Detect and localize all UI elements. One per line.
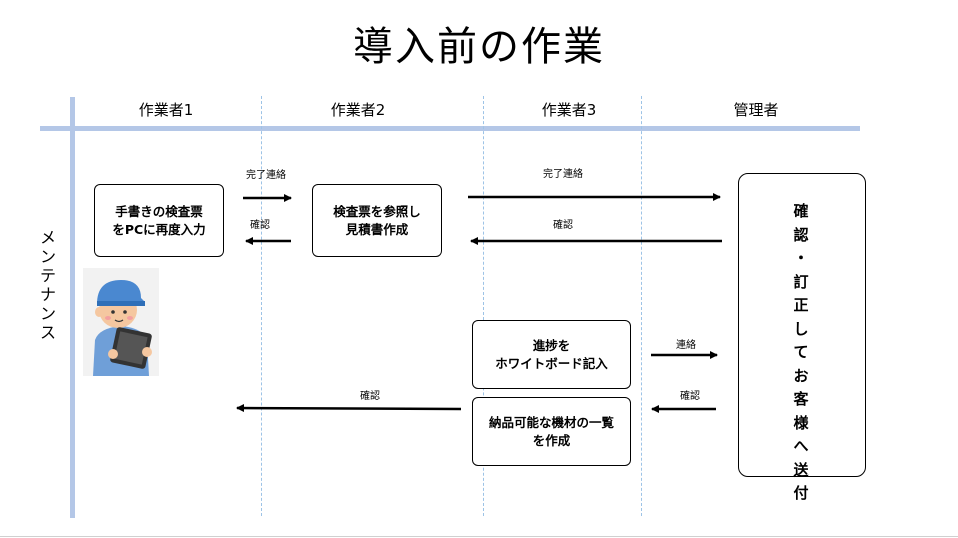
column-header-manager: 管理者: [733, 101, 779, 119]
manager-text-char: し: [793, 319, 809, 338]
lane-divider-3: [641, 96, 642, 516]
slide-bottom-border: [0, 536, 958, 537]
manager-text-char: 送: [793, 460, 809, 479]
manager-text-char: ・: [793, 249, 809, 267]
manager-text-char: へ: [793, 437, 809, 455]
manager-text-char: 正: [793, 296, 809, 314]
manager-text-char: お: [793, 366, 809, 385]
manager-text-char: て: [793, 343, 809, 361]
arrow-label-w1-to-w2: 完了連絡: [246, 170, 286, 181]
row-label-char: メ: [39, 228, 56, 247]
arrow-label-w2-to-w1: 確認: [250, 220, 270, 231]
row-label-char: ン: [39, 304, 56, 323]
arrow-label-w3-to-w1: 確認: [360, 391, 380, 402]
header-divider: [40, 126, 860, 131]
worker-with-clipboard-illustration: [83, 268, 159, 376]
column-header-worker3: 作業者3: [541, 101, 597, 119]
manager-text-char: 様: [793, 413, 809, 432]
manager-text-char: 客: [793, 390, 809, 408]
arrow-label-w2-to-manager: 完了連絡: [543, 169, 583, 180]
process-box-worker2-estimate: 検査票を参照し 見積書作成: [312, 184, 442, 257]
column-header-worker1: 作業者1: [138, 101, 194, 119]
column-header-worker2: 作業者2: [330, 101, 386, 119]
manager-process-text: 確 認 ・ 訂 正 し て お 客 様 へ 送 付: [790, 200, 812, 506]
page-title: 導入前の作業: [353, 24, 605, 70]
process-box-worker3-whiteboard: 進捗を ホワイトボード記入: [472, 320, 631, 389]
manager-text-char: 訂: [793, 272, 809, 291]
row-label-char: ナ: [39, 285, 56, 304]
arrow-label-manager-to-w3: 確認: [680, 391, 700, 402]
arrow-label-manager-to-w2: 確認: [553, 220, 573, 231]
process-box-manager: [738, 173, 866, 477]
row-label-maintenance: メ ン テ ナ ン ス: [36, 228, 60, 342]
lane-label-divider: [70, 97, 75, 518]
lane-divider-2: [483, 96, 484, 516]
row-label-char: ン: [39, 247, 56, 266]
manager-text-char: 確: [793, 202, 809, 220]
row-label-char: ス: [39, 323, 56, 342]
process-box-worker1-reenter: 手書きの検査票 をPCに再度入力: [94, 184, 224, 257]
manager-text-char: 認: [793, 225, 809, 244]
arrow-label-w3-to-manager: 連絡: [676, 340, 696, 351]
arrow-w3-to-w1: [236, 404, 462, 413]
manager-text-char: 付: [793, 484, 809, 502]
row-label-char: テ: [39, 266, 56, 285]
process-box-worker3-equipment-list: 納品可能な機材の一覧 を作成: [472, 397, 631, 466]
lane-divider-1: [261, 96, 262, 516]
